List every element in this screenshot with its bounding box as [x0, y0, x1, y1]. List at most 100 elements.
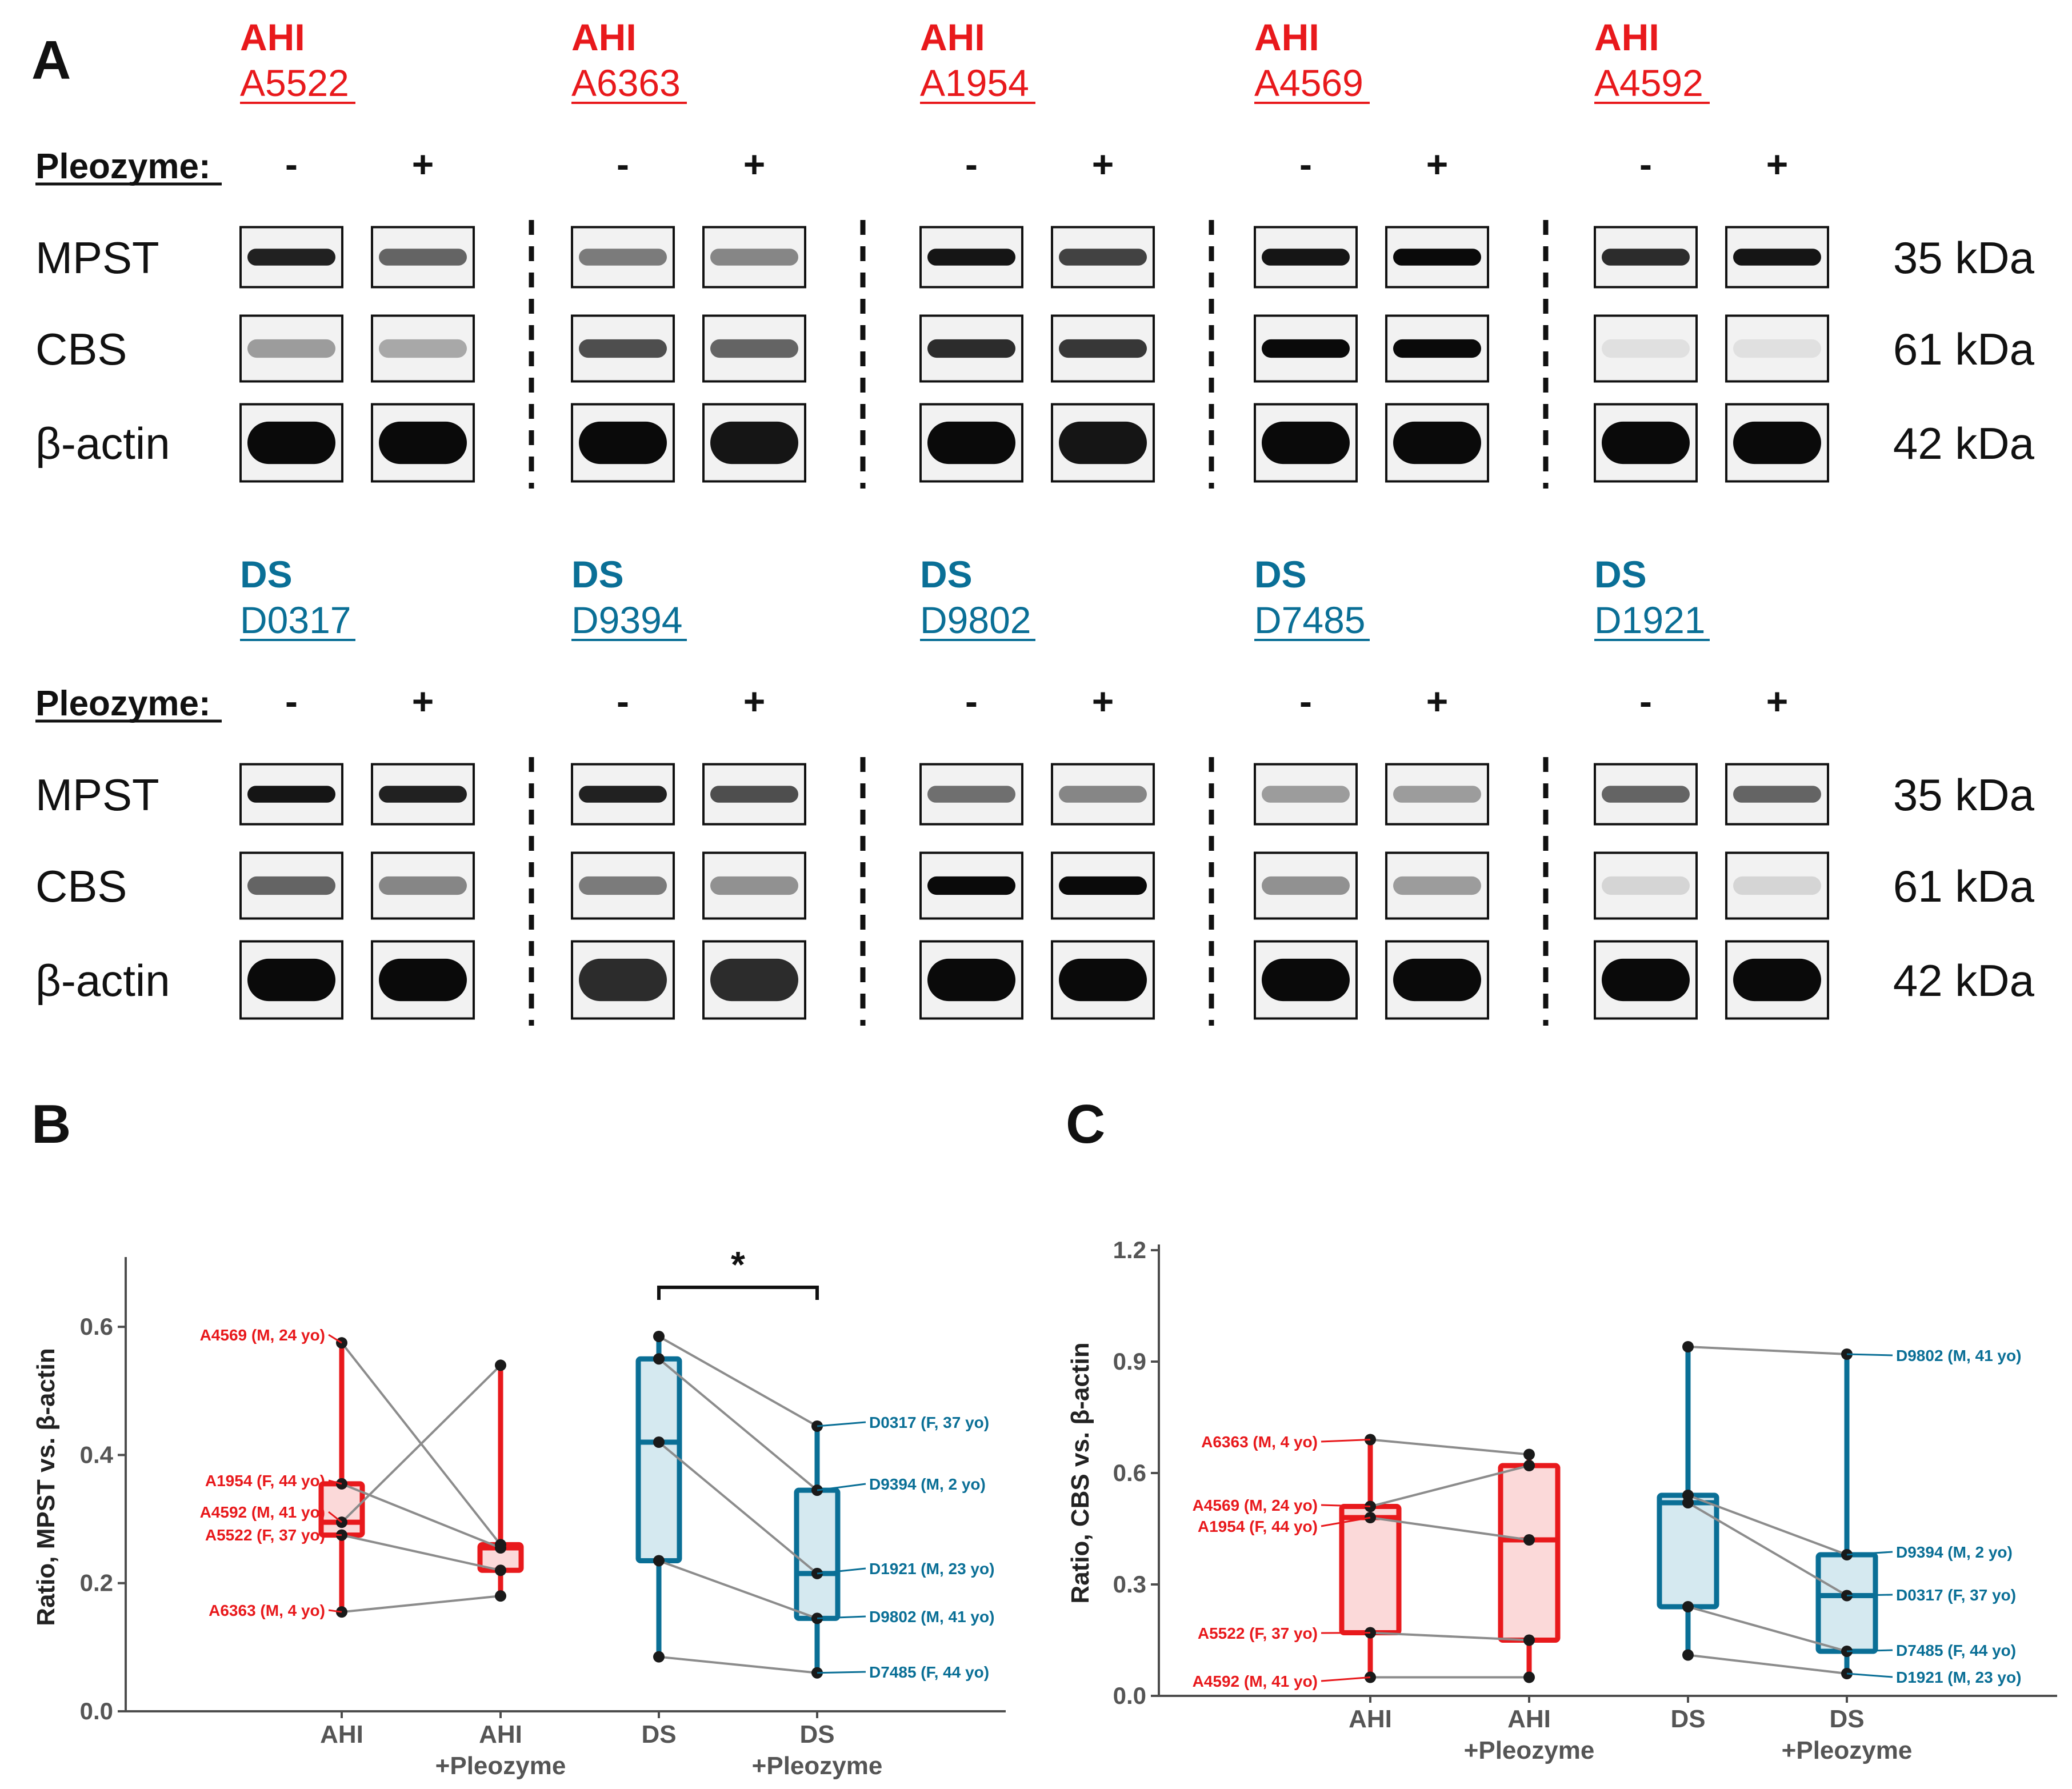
point-label: D0317 (F, 37 yo)	[1896, 1586, 2016, 1604]
panel-a-letter: A	[31, 30, 71, 91]
paired-line	[1687, 1494, 1847, 1556]
point-label: A1954 (F, 44 yo)	[205, 1472, 325, 1490]
x-tick-label: AHI	[320, 1720, 363, 1748]
blot-band	[710, 958, 798, 1002]
label-leader	[817, 1483, 866, 1491]
minus-sign: -	[965, 143, 978, 185]
row-label-2: β-actin	[35, 955, 170, 1006]
point-label: D7485 (F, 44 yo)	[869, 1663, 989, 1681]
blot-band	[1733, 339, 1821, 358]
data-point	[1682, 1497, 1694, 1508]
row-label-1: CBS	[35, 861, 127, 911]
group-title: DS	[571, 553, 624, 595]
blot-band	[1393, 958, 1481, 1002]
blot-band	[379, 421, 467, 465]
panel-c-letter: C	[1066, 1094, 1105, 1155]
blot-band	[247, 339, 335, 358]
paired-line	[658, 1441, 818, 1575]
data-point	[495, 1564, 506, 1576]
plus-sign: +	[1426, 143, 1449, 185]
blot-band	[247, 421, 335, 465]
blot-band	[927, 958, 1015, 1002]
plus-sign: +	[412, 143, 434, 185]
x-tick-label: DS	[1670, 1705, 1705, 1733]
label-leader	[817, 1671, 866, 1674]
label-leader	[1846, 1594, 1893, 1596]
label-leader	[1321, 1676, 1371, 1682]
box	[1815, 1552, 1878, 1654]
blot-band	[379, 958, 467, 1002]
point-label: D9394 (M, 2 yo)	[869, 1475, 986, 1493]
y-axis-label: Ratio, CBS vs. β-actin	[1066, 1342, 1094, 1603]
minus-sign: -	[965, 680, 978, 722]
group-title: AHI	[1254, 16, 1319, 58]
data-point	[1523, 1448, 1535, 1460]
label-leader	[1321, 1504, 1371, 1507]
x-tick-label: +Pleozyme	[752, 1752, 883, 1780]
label-leader	[1846, 1672, 1893, 1678]
y-tick-label: 0.0	[1113, 1682, 1146, 1709]
minus-sign: -	[617, 143, 629, 185]
plus-sign: +	[743, 143, 766, 185]
x-tick-label: +Pleozyme	[435, 1752, 566, 1780]
blot-band	[579, 958, 667, 1002]
blot-band	[1602, 421, 1690, 465]
label-leader	[1846, 1353, 1893, 1356]
sample-id: A6363	[571, 62, 681, 104]
blot-band	[579, 786, 667, 803]
point-label: A6363 (M, 4 yo)	[209, 1602, 325, 1619]
group-title: DS	[240, 553, 293, 595]
blot-band	[379, 786, 467, 803]
minus-sign: -	[1299, 143, 1312, 185]
blot-band	[1733, 249, 1821, 266]
blot-band	[1262, 249, 1350, 266]
sample-id: D1921	[1594, 599, 1706, 641]
blot-band	[1602, 339, 1690, 358]
label-leader	[328, 1511, 342, 1523]
paired-line	[1370, 1438, 1530, 1456]
blot-band	[1262, 339, 1350, 358]
plus-sign: +	[1766, 680, 1789, 722]
box	[1657, 1492, 1719, 1610]
plus-sign: +	[1766, 143, 1789, 185]
paired-line	[658, 1358, 818, 1491]
box	[635, 1356, 682, 1563]
blot-band	[927, 421, 1015, 465]
plus-sign: +	[412, 680, 434, 722]
kda-label-1: 61 kDa	[1893, 861, 2035, 911]
group-title: AHI	[920, 16, 985, 58]
y-axis-label: Ratio, MPST vs. β-actin	[32, 1348, 60, 1626]
point-label: D9394 (M, 2 yo)	[1896, 1543, 2013, 1561]
label-leader	[1321, 1439, 1371, 1443]
blot-band	[1393, 249, 1481, 266]
plus-sign: +	[1426, 680, 1449, 722]
paired-line	[1687, 1606, 1847, 1652]
x-tick-label: +Pleozyme	[1782, 1736, 1913, 1764]
label-leader	[817, 1567, 866, 1575]
data-point	[653, 1555, 665, 1567]
point-label: A5522 (F, 37 yo)	[205, 1526, 325, 1544]
minus-sign: -	[617, 680, 629, 722]
blot-band	[579, 876, 667, 895]
x-tick-label: DS	[641, 1720, 676, 1748]
blot-band	[1602, 249, 1690, 266]
group-title: DS	[1254, 553, 1307, 595]
blot-band	[1393, 339, 1481, 358]
label-leader	[328, 1609, 342, 1613]
data-point	[1682, 1649, 1694, 1661]
data-point	[653, 1651, 665, 1663]
point-label: A5522 (F, 37 yo)	[1198, 1624, 1318, 1642]
data-point	[1523, 1534, 1535, 1546]
paired-line	[1687, 1502, 1848, 1597]
blot-band	[710, 421, 798, 465]
sample-id: A4592	[1594, 62, 1703, 104]
x-tick-label: AHI	[1349, 1705, 1392, 1733]
data-point	[653, 1353, 665, 1365]
paired-line	[1687, 1346, 1847, 1355]
plus-sign: +	[1092, 143, 1114, 185]
paired-line	[1370, 1464, 1530, 1508]
box	[794, 1487, 841, 1621]
y-tick-label: 0.6	[80, 1313, 113, 1340]
sample-id: D9802	[920, 599, 1031, 641]
sample-id: D7485	[1254, 599, 1366, 641]
